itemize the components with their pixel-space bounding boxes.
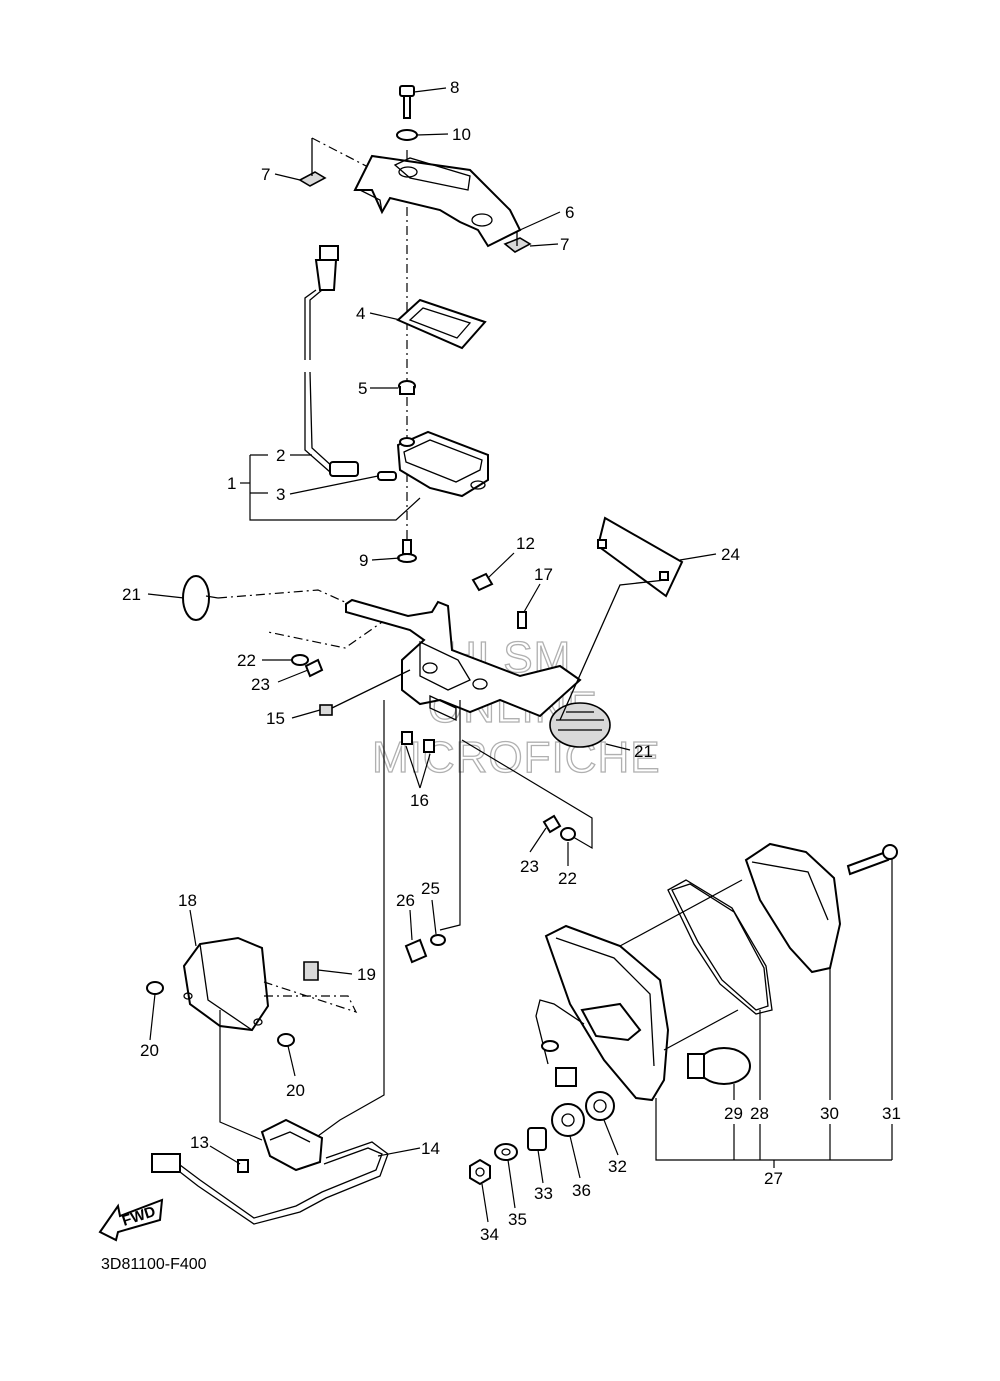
meter-cover-6[interactable] <box>353 154 522 248</box>
grommet-32[interactable] <box>585 1091 615 1121</box>
screw-16-b[interactable] <box>423 739 435 753</box>
callout-7[interactable]: 7 <box>261 165 270 184</box>
callout-15[interactable]: 15 <box>266 709 285 728</box>
callout-3[interactable]: 3 <box>276 485 285 504</box>
callout-27[interactable]: 27 <box>764 1169 783 1188</box>
callout-8[interactable]: 8 <box>450 78 459 97</box>
callout-17[interactable]: 17 <box>534 565 553 584</box>
collar-12[interactable] <box>471 572 494 592</box>
callout-26[interactable]: 26 <box>396 891 415 910</box>
license-lamp-lens-18[interactable] <box>182 936 270 1032</box>
callout-30[interactable]: 30 <box>820 1104 839 1123</box>
callout-6[interactable]: 6 <box>565 203 574 222</box>
washer-36[interactable] <box>551 1103 585 1137</box>
callout-23-right[interactable]: 23 <box>520 857 539 876</box>
bracket-assembly <box>182 516 684 1137</box>
meter-lead-2[interactable] <box>304 245 359 477</box>
fwd-arrow: FWD <box>98 1198 164 1242</box>
tail-lens-30[interactable] <box>744 842 842 974</box>
tail-lamp-assembly <box>469 842 898 1186</box>
callout-35[interactable]: 35 <box>508 1210 527 1229</box>
callout-31[interactable]: 31 <box>882 1104 901 1123</box>
callout-25[interactable]: 25 <box>421 879 440 898</box>
screw-31[interactable] <box>846 844 898 876</box>
callout-16[interactable]: 16 <box>410 791 429 810</box>
nut-23-left[interactable] <box>304 658 324 678</box>
license-plate-24[interactable] <box>596 516 684 598</box>
collar-33[interactable] <box>527 1127 547 1151</box>
screw-20-right[interactable] <box>277 1033 295 1047</box>
screw-16-a[interactable] <box>401 731 413 745</box>
callout-4[interactable]: 4 <box>356 304 365 323</box>
callout-28[interactable]: 28 <box>750 1104 769 1123</box>
tail-socket-cord[interactable] <box>535 999 585 1087</box>
bracket-body[interactable] <box>345 598 582 722</box>
callout-34[interactable]: 34 <box>480 1225 499 1244</box>
license-lamp-base[interactable] <box>260 1118 324 1172</box>
screw-20-left[interactable] <box>146 981 164 995</box>
screw-13[interactable] <box>237 1159 249 1173</box>
callout-20-right[interactable]: 20 <box>286 1081 305 1100</box>
callout-12[interactable]: 12 <box>516 534 535 553</box>
callout-14[interactable]: 14 <box>421 1139 440 1158</box>
callout-22[interactable]: 22 <box>237 651 256 670</box>
pad-19[interactable] <box>303 961 319 981</box>
pad-7-left[interactable] <box>298 171 327 187</box>
callout-21-right[interactable]: 21 <box>634 742 653 761</box>
screw-9[interactable] <box>397 539 417 563</box>
callout-10[interactable]: 10 <box>452 125 471 144</box>
callout-labels: 8 10 7 6 7 4 5 2 1 3 9 12 24 17 21 22 23… <box>122 78 901 1244</box>
callout-18[interactable]: 18 <box>178 891 197 910</box>
screw-17[interactable] <box>517 611 527 629</box>
callout-19[interactable]: 19 <box>357 965 376 984</box>
diagram-code: 3D81100-F400 <box>101 1256 207 1273</box>
nut-23-right[interactable] <box>542 814 562 834</box>
bulb-socket-3[interactable] <box>377 471 397 481</box>
reflector-21-left[interactable] <box>182 575 219 621</box>
wire-harness-14[interactable] <box>151 1141 389 1225</box>
bulb-29[interactable] <box>687 1047 751 1085</box>
gasket-4[interactable] <box>396 298 487 350</box>
callout-29[interactable]: 29 <box>724 1104 743 1123</box>
reflector-21-right[interactable] <box>549 702 611 748</box>
callout-36[interactable]: 36 <box>572 1181 591 1200</box>
watermark-line-3: MICROFICHE <box>372 733 661 782</box>
tail-lamp-housing[interactable] <box>544 924 670 1102</box>
leader-lines <box>147 87 717 1223</box>
callout-9[interactable]: 9 <box>359 551 368 570</box>
callout-21[interactable]: 21 <box>122 585 141 604</box>
washer-22-right[interactable] <box>560 827 576 841</box>
nut-34[interactable] <box>469 1158 491 1186</box>
callout-22-right[interactable]: 22 <box>558 869 577 888</box>
gasket-28[interactable] <box>667 879 773 1015</box>
callout-33[interactable]: 33 <box>534 1184 553 1203</box>
callout-7-right[interactable]: 7 <box>560 235 569 254</box>
meter-body[interactable] <box>396 430 489 498</box>
meter-assembly <box>240 85 532 563</box>
washer-35[interactable] <box>494 1143 518 1161</box>
callout-5[interactable]: 5 <box>358 379 367 398</box>
callout-32[interactable]: 32 <box>608 1157 627 1176</box>
nut-26[interactable] <box>404 938 428 964</box>
washer-10[interactable] <box>396 129 418 141</box>
callout-13[interactable]: 13 <box>190 1133 209 1152</box>
screw-8[interactable] <box>399 85 415 119</box>
license-lamp-assembly: FWD <box>98 936 389 1242</box>
washer-25[interactable] <box>430 934 446 946</box>
callout-1[interactable]: 1 <box>227 474 236 493</box>
callout-24[interactable]: 24 <box>721 545 740 564</box>
grommet-5[interactable] <box>398 380 416 395</box>
damper-15[interactable] <box>319 704 333 716</box>
callout-2[interactable]: 2 <box>276 446 285 465</box>
callout-20[interactable]: 20 <box>140 1041 159 1060</box>
washer-22-left[interactable] <box>291 654 309 666</box>
callout-23[interactable]: 23 <box>251 675 270 694</box>
